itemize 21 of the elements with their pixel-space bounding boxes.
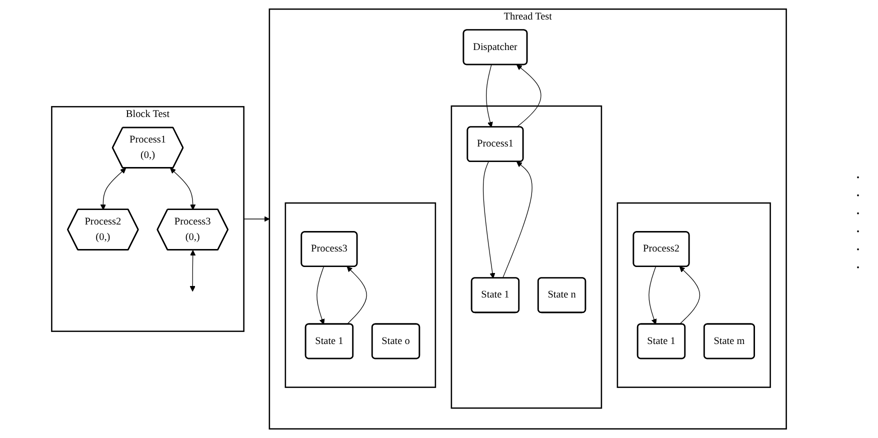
arrow: [170, 168, 196, 210]
ellipsis-dot: .: [856, 183, 860, 201]
arrow: [244, 216, 270, 222]
ellipsis-dot: .: [856, 237, 860, 255]
cluster: [450, 105, 602, 409]
ellipsis-dot: .: [856, 219, 860, 237]
arrow: [516, 64, 542, 128]
arrow: [679, 266, 700, 325]
arrow: [648, 266, 657, 325]
arrow: [482, 161, 496, 278]
ellipsis-dot: .: [856, 255, 860, 273]
arrow: [486, 64, 493, 128]
arrow: [190, 250, 196, 292]
arrow: [346, 266, 367, 325]
cluster: [616, 202, 771, 388]
arrow: [502, 161, 532, 278]
ellipsis-dot: .: [856, 165, 860, 183]
cluster: [284, 202, 436, 388]
ellipsis-dot: .: [856, 201, 860, 219]
arrow: [100, 168, 126, 210]
arrow: [316, 266, 325, 325]
